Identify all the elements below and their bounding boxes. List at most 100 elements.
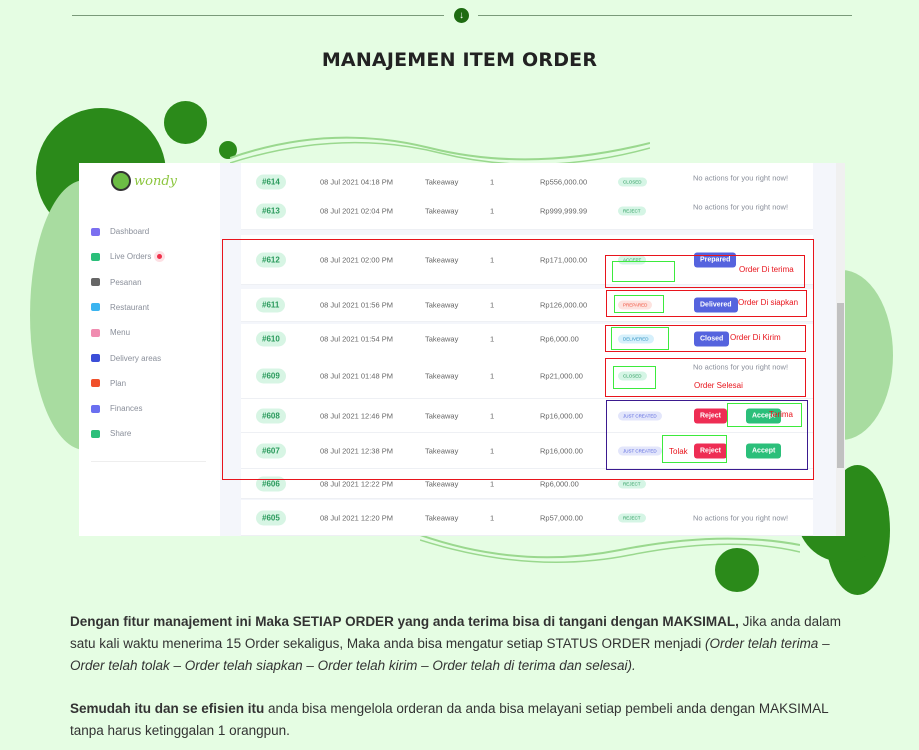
no-actions-text: No actions for you right now!: [693, 202, 789, 212]
order-qty: 1: [490, 206, 495, 215]
order-date: 08 Jul 2021 12:46 PM: [320, 411, 393, 420]
order-id-badge[interactable]: #605: [256, 510, 286, 525]
page-title: MANAJEMEN ITEM ORDER: [321, 49, 598, 71]
order-id-badge[interactable]: #608: [256, 408, 286, 423]
annotation-box: [605, 358, 806, 397]
order-price: Rp126,000.00: [540, 300, 588, 310]
store-icon: [91, 303, 100, 312]
annotation-label: Order Selesai: [694, 381, 743, 390]
order-date: 08 Jul 2021 01:48 PM: [320, 371, 393, 380]
sidebar-item-label: Plan: [110, 378, 127, 388]
order-id-badge[interactable]: #614: [256, 174, 286, 189]
order-qty: 1: [490, 334, 495, 343]
logo: wondy: [111, 171, 177, 191]
order-price: Rp171,000.00: [540, 255, 588, 264]
order-id-badge[interactable]: #610: [256, 331, 286, 346]
order-type: Takeaway: [425, 513, 459, 522]
annotation-label: Order Di siapkan: [738, 298, 799, 307]
closed-button[interactable]: Closed: [694, 331, 730, 346]
order-date: 08 Jul 2021 02:00 PM: [320, 255, 393, 264]
highlight-box: [614, 295, 664, 313]
sidebar-item-finances[interactable]: Finances: [91, 404, 142, 413]
order-id-badge[interactable]: #607: [256, 443, 286, 458]
sidebar-item-restaurant[interactable]: Restaurant: [91, 303, 149, 312]
sidebar-item-label: Share: [110, 429, 132, 439]
scrollbar[interactable]: [836, 163, 845, 536]
highlight-box: [727, 403, 802, 427]
monitor-icon: [91, 227, 100, 236]
accept-button[interactable]: Accept: [746, 408, 782, 423]
no-actions-text: No actions for you right now!: [693, 173, 789, 183]
basket-icon: [91, 278, 100, 287]
sidebar-item-pesanan[interactable]: Pesanan: [91, 278, 142, 287]
order-price: Rp16,000.00: [540, 411, 583, 420]
description-paragraph-2: Semudah itu dan se efisien itu anda bisa…: [70, 701, 829, 738]
sidebar-item-dashboard[interactable]: Dashboard: [91, 227, 149, 236]
sidebar-item-label: Finances: [110, 404, 143, 414]
order-price: Rp57,000.00: [540, 513, 583, 522]
order-id-badge[interactable]: #613: [256, 203, 286, 218]
order-qty: 1: [490, 255, 495, 264]
order-qty: 1: [490, 479, 495, 488]
order-type: Takeaway: [425, 411, 459, 420]
highlight-box: [612, 261, 675, 282]
sidebar-item-label: Menu: [110, 328, 131, 338]
order-price: Rp999,999.99: [540, 206, 588, 215]
order-date: 08 Jul 2021 04:18 PM: [320, 177, 393, 186]
table-row: #608 08 Jul 2021 12:46 PM Takeaway 1 Rp16,00…: [241, 399, 813, 433]
decor-circle: [219, 141, 237, 159]
divider-left: [72, 15, 444, 16]
decor-wave: [230, 136, 650, 166]
annotation-box: [222, 239, 814, 480]
annotation-label: Order Di terima: [739, 265, 794, 274]
status-badge: DELIVERED: [618, 334, 654, 343]
order-qty: 1: [490, 411, 495, 420]
annotation-box: [606, 290, 807, 317]
basket-icon: [91, 252, 100, 261]
no-actions-text: No actions for you right now!: [693, 362, 789, 371]
order-date: 08 Jul 2021 01:54 PM: [320, 334, 393, 343]
order-price: Rp6,000.00: [540, 334, 579, 343]
annotation-label: Terima: [769, 410, 794, 419]
sidebar-item-plan[interactable]: Plan: [91, 379, 126, 388]
highlight-box: [613, 366, 656, 389]
order-id-badge[interactable]: #609: [256, 368, 286, 383]
scrollbar-thumb[interactable]: [837, 303, 844, 468]
order-date: 08 Jul 2021 01:56 PM: [320, 300, 393, 310]
sidebar-item-label: Delivery areas: [110, 353, 162, 363]
annotation-box: [605, 325, 806, 352]
status-badge: CLOSED: [618, 177, 647, 186]
reject-button[interactable]: Reject: [694, 408, 728, 423]
sidebar-item-delivery-areas[interactable]: Delivery areas: [91, 354, 161, 363]
sidebar-item-live-orders[interactable]: Live Orders: [91, 252, 163, 261]
card-icon: [91, 379, 100, 388]
status-badge: PREPARED: [618, 300, 653, 310]
reject-button[interactable]: Reject: [694, 443, 728, 458]
sidebar-item-share[interactable]: Share: [91, 429, 131, 438]
order-type: Takeaway: [425, 300, 459, 310]
delivered-button[interactable]: Delivered: [694, 297, 738, 313]
notification-dot: [157, 254, 163, 260]
highlight-box: [611, 327, 669, 350]
accept-button[interactable]: Accept: [746, 443, 782, 458]
order-price: Rp16,000.00: [540, 446, 583, 455]
order-type: Takeaway: [425, 446, 459, 455]
order-qty: 1: [490, 300, 495, 310]
status-badge: CLOSED: [618, 371, 647, 380]
send-icon: [91, 429, 100, 438]
order-id-badge[interactable]: #611: [256, 297, 286, 313]
status-badge: REJECT: [618, 513, 646, 522]
arrow-down-icon: ↓: [454, 8, 469, 23]
sidebar-item-menu[interactable]: Menu: [91, 328, 130, 337]
order-qty: 1: [490, 371, 495, 380]
location-pin-icon: [91, 354, 100, 362]
decor-wave: [420, 534, 800, 563]
order-id-badge[interactable]: #612: [256, 252, 286, 267]
no-actions-text: No actions for you right now!: [693, 513, 789, 522]
